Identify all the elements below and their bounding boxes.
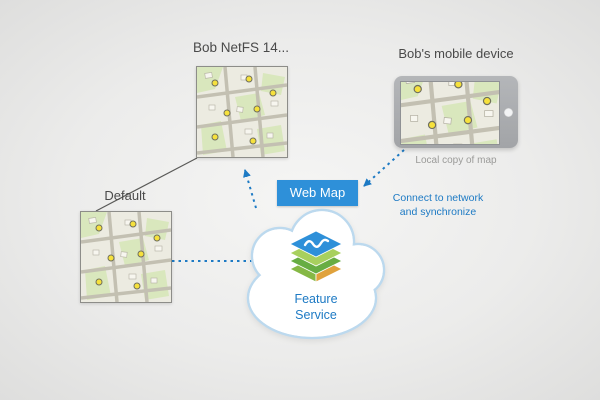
home-button-icon bbox=[504, 107, 513, 117]
local-copy-caption: Local copy of map bbox=[415, 155, 497, 166]
tablet-device bbox=[394, 76, 518, 148]
netfs-version-label: Bob NetFS 14... bbox=[192, 40, 290, 55]
feature-service-label: Feature Service bbox=[294, 292, 338, 322]
netfs-map-thumbnail bbox=[196, 66, 288, 158]
netfs-map-art bbox=[197, 67, 287, 157]
tablet-map-art bbox=[401, 82, 499, 144]
default-version-label: Default bbox=[104, 188, 146, 203]
web-map-node: Web Map bbox=[277, 180, 358, 206]
feature-service-icon bbox=[289, 230, 343, 283]
connect-note: Connect to network and synchronize bbox=[392, 192, 484, 218]
version-branch-line bbox=[95, 157, 198, 212]
default-map-thumbnail bbox=[80, 211, 172, 303]
mobile-device-label: Bob's mobile device bbox=[398, 46, 514, 61]
tablet-screen-map bbox=[400, 81, 500, 145]
cloud-icon bbox=[246, 208, 386, 340]
default-map-art bbox=[81, 212, 171, 302]
